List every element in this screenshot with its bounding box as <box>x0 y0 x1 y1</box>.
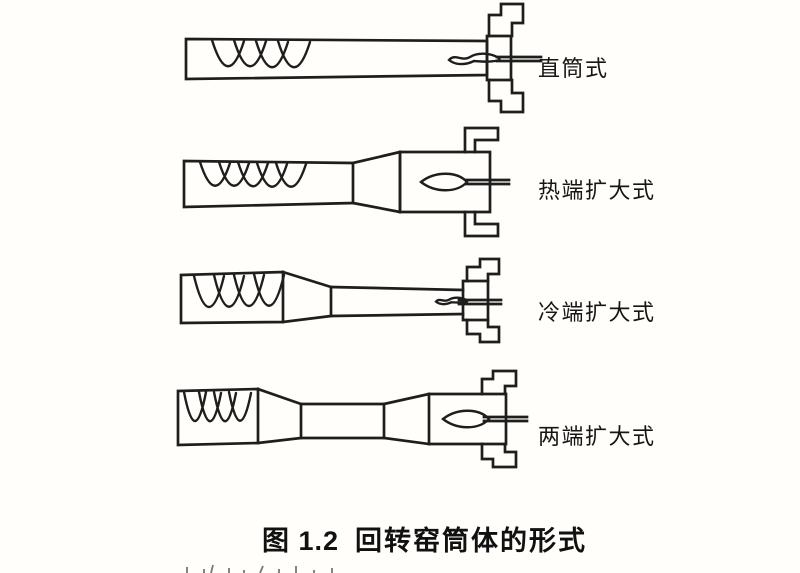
figure-title: 回转窑筒体的形式 <box>355 526 588 556</box>
end-seal-bracket-bottom <box>487 78 525 114</box>
flame-icon <box>434 296 469 306</box>
kiln-diagram-both-ends-enlarged <box>176 369 529 469</box>
kiln-diagram-straight <box>184 2 543 114</box>
kiln-label-cold-end-enlarged: 冷端扩大式 <box>538 300 656 325</box>
chain-curtain <box>210 38 312 69</box>
enlarged-hot-end <box>427 392 508 446</box>
burner-pipe <box>482 415 529 423</box>
end-seal-bracket-top <box>465 257 501 283</box>
kiln-diagram-hot-end-enlarged <box>182 126 511 238</box>
kiln-shell-outline <box>184 37 489 81</box>
figure-caption: 图 1.2 回转窑筒体的形式 <box>262 519 587 558</box>
enlarged-hot-end <box>398 150 492 214</box>
flame-icon <box>447 52 501 66</box>
taper-section-right <box>382 392 431 446</box>
taper-section-left <box>256 387 303 445</box>
end-seal-bracket-top <box>463 126 500 154</box>
cutoff-text-fragment <box>186 565 333 573</box>
chain-curtain <box>192 272 286 309</box>
kiln-label-both-ends-enlarged: 两端扩大式 <box>538 424 656 449</box>
kiln-label-hot-end-enlarged: 热端扩大式 <box>538 178 656 203</box>
flame-icon <box>441 409 491 429</box>
enlarged-cold-end <box>179 270 285 325</box>
kiln-shell-outline <box>329 285 465 318</box>
burner-pipe <box>464 178 511 186</box>
taper-section <box>351 150 402 214</box>
burner-pipe <box>495 55 543 63</box>
end-seal-bracket-top <box>480 369 518 396</box>
end-seal-bracket-top <box>487 2 525 38</box>
kiln-shell-outline <box>299 402 386 440</box>
kiln-label-straight: 直筒式 <box>538 56 609 81</box>
kiln-diagrams-canvas <box>176 2 543 469</box>
end-seal-bracket-bottom <box>463 210 500 238</box>
flame-icon <box>419 172 469 192</box>
end-seal-bracket-bottom <box>465 318 501 344</box>
end-seal-bracket-bottom <box>480 442 518 469</box>
taper-section <box>281 270 333 324</box>
chain-curtain <box>182 390 253 423</box>
kiln-diagram-cold-end-enlarged <box>179 257 503 344</box>
figure-number: 图 1.2 <box>262 526 340 556</box>
chain-curtain <box>198 160 308 188</box>
